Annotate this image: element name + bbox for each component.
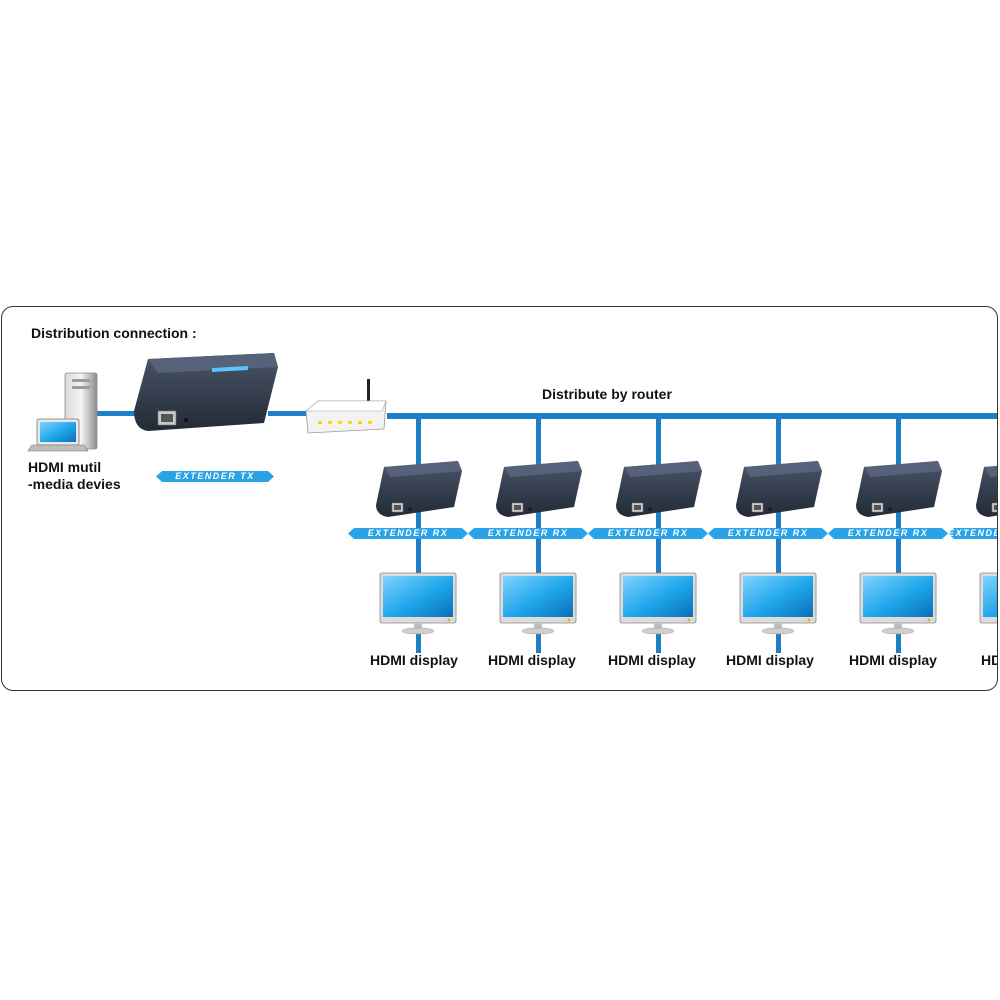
display-label-1: HDMI display	[370, 652, 458, 668]
hdmi-display-icon	[979, 572, 997, 624]
display-label-2: HDMI display	[488, 652, 576, 668]
receiver-station-3	[616, 461, 702, 635]
extender-rx-label-4: EXTENDER RX	[708, 528, 828, 539]
display-label-6: HDMI display	[981, 652, 997, 668]
extender-tx-icon	[134, 353, 278, 431]
extender-rx-icon	[736, 461, 822, 517]
extender-rx-label-2: EXTENDER RX	[468, 528, 588, 539]
cable-router-bus	[387, 413, 997, 419]
extender-tx-label: EXTENDER TX	[156, 471, 274, 482]
source-label-line-1: HDMI mutil	[28, 459, 102, 475]
extender-rx-icon	[376, 461, 462, 517]
display-label-5: HDMI display	[849, 652, 937, 668]
hdmi-display-icon	[739, 572, 817, 635]
extender-rx-label-6: EXTENDER RX	[948, 528, 998, 539]
diagram-title: Distribution connection :	[31, 325, 197, 341]
display-label-4: HDMI display	[726, 652, 814, 668]
cable-source-tx	[97, 411, 137, 416]
display-label-3: HDMI display	[608, 652, 696, 668]
cable-tx-router	[268, 411, 308, 416]
receiver-station-4	[736, 461, 822, 635]
receiver-station-5	[856, 461, 942, 635]
receiver-station-2	[496, 461, 582, 635]
extender-rx-label-3: EXTENDER RX	[588, 528, 708, 539]
extender-rx-icon	[616, 461, 702, 517]
receiver-stations	[376, 461, 997, 635]
extender-rx-label-1: EXTENDER RX	[348, 528, 468, 539]
extender-rx-icon	[496, 461, 582, 517]
receiver-station-1	[376, 461, 462, 635]
hdmi-display-icon	[379, 572, 457, 635]
router-label: Distribute by router	[542, 386, 672, 402]
receiver-station-6	[976, 465, 997, 624]
source-device-icon	[27, 372, 98, 452]
extender-rx-icon	[856, 461, 942, 517]
hdmi-display-icon	[859, 572, 937, 635]
hdmi-display-icon	[499, 572, 577, 635]
diagram-artwork	[27, 353, 997, 653]
hdmi-display-icon	[619, 572, 697, 635]
diagram-frame: Distribution connection : Distribute by …	[1, 306, 998, 691]
router-icon	[305, 379, 387, 434]
extender-rx-label-5: EXTENDER RX	[828, 528, 948, 539]
source-label: HDMI mutil -media devies	[28, 459, 121, 493]
source-label-line-2: -media devies	[28, 476, 121, 492]
extender-rx-icon	[976, 465, 997, 517]
